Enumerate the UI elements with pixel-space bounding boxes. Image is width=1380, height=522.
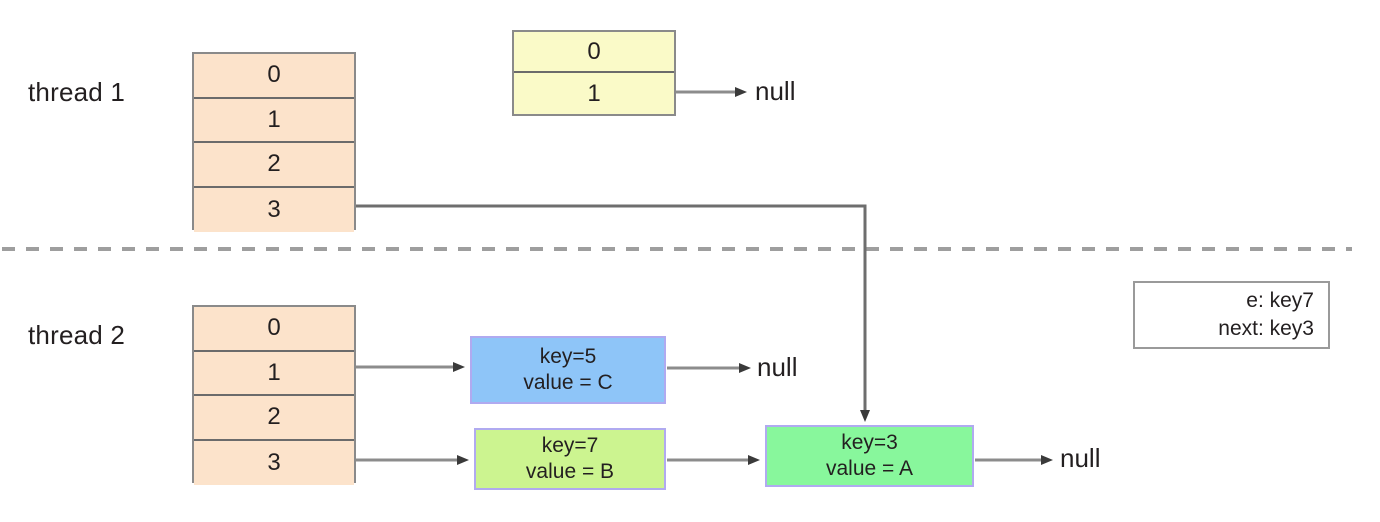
thread2-bucket-cell-3[interactable]: 3 [194,440,354,485]
thread2-bucket-cell-2[interactable]: 2 [194,396,354,441]
thread1-bucket-cell-3[interactable]: 3 [194,187,354,232]
legend-line-e: e: key7 [1246,288,1314,312]
new-table-cell-1[interactable]: 1 [514,73,674,114]
thread-1-label: thread 1 [28,77,126,107]
thread1-bucket-cell-1[interactable]: 1 [194,98,354,143]
state-legend-box: e: key7 next: key3 [1133,281,1330,349]
thread1-bucket-table: 0 1 2 3 [192,52,356,232]
node-key5-key: key=5 [539,345,597,369]
node-key7[interactable]: key=7 value = B [474,428,666,490]
null-thread1: null [755,76,796,106]
node-key3[interactable]: key=3 value = A [765,425,974,487]
thread2-bucket-table: 0 1 2 3 [192,305,356,485]
thread1-bucket-cell-0[interactable]: 0 [194,54,354,99]
null-key5-chain: null [757,352,798,382]
node-key5[interactable]: key=5 value = C [470,336,666,404]
node-key3-key: key=3 [841,431,898,455]
node-key7-value: value = B [525,460,615,483]
node-key7-key: key=7 [541,434,599,458]
thread2-bucket-cell-0[interactable]: 0 [194,307,354,352]
new-table-cell-0[interactable]: 0 [514,32,674,73]
node-key5-value: value = C [523,371,613,394]
legend-line-next: next: key3 [1218,317,1314,340]
thread-2-label: thread 2 [28,320,126,350]
null-key3-chain: null [1060,443,1101,473]
node-key3-value: value = A [826,457,913,480]
thread1-bucket-cell-2[interactable]: 2 [194,143,354,188]
thread2-bucket-cell-1[interactable]: 1 [194,351,354,396]
thread1-new-table: 0 1 [512,30,676,116]
